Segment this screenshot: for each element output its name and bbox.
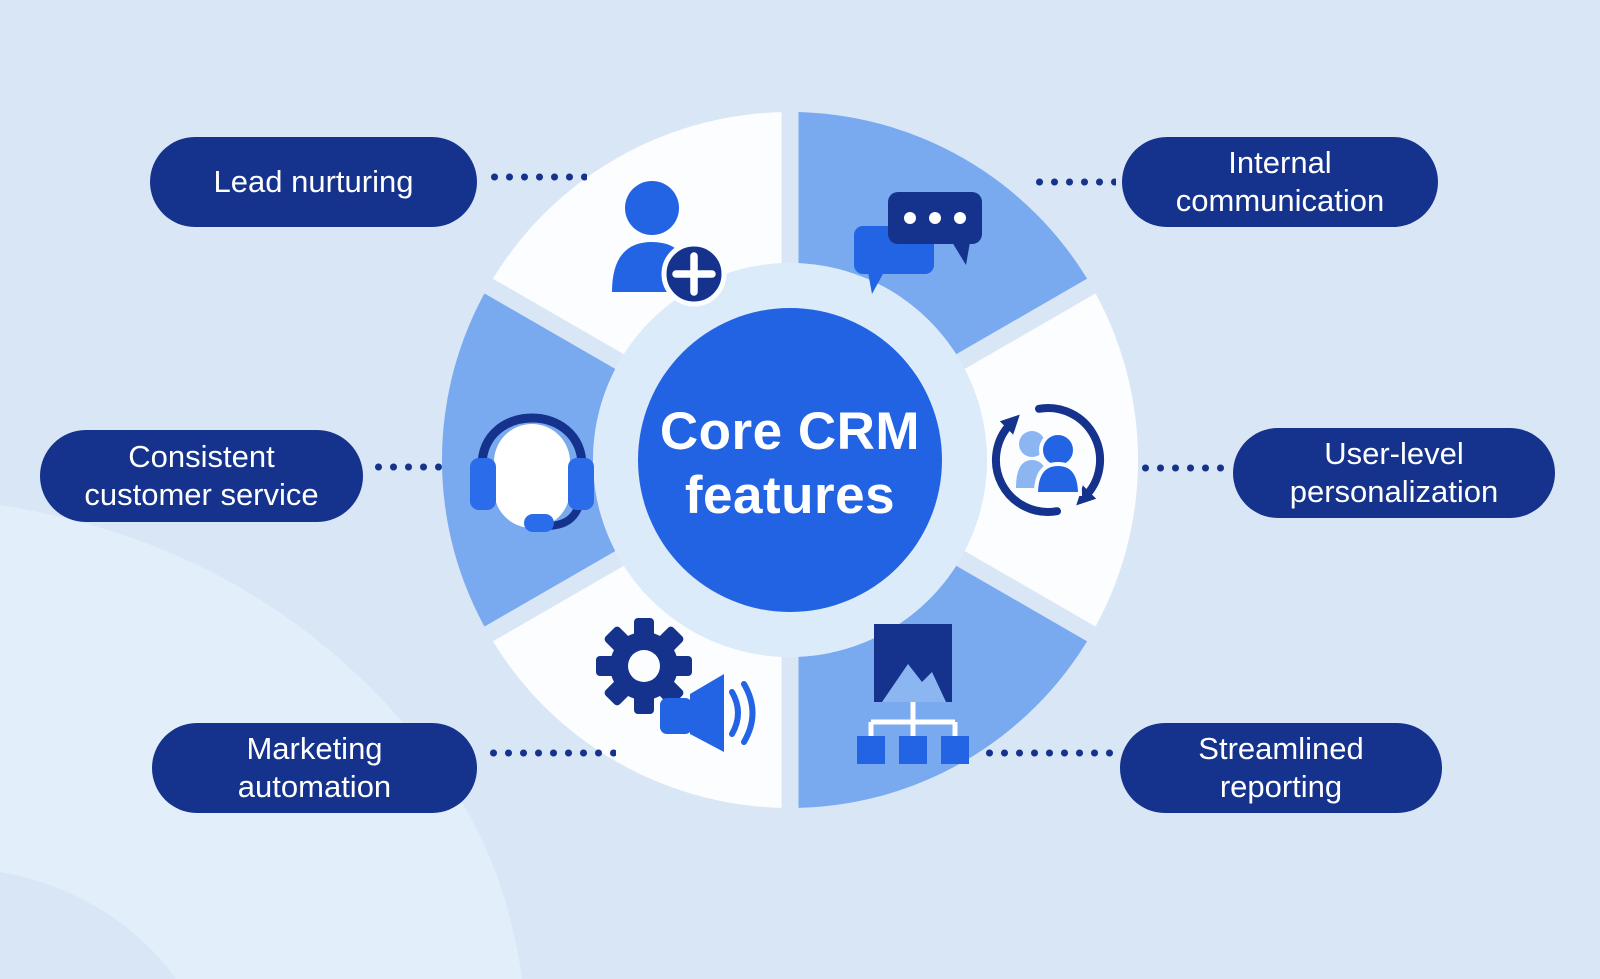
person-add-icon (612, 181, 727, 307)
feature-pill-internal-communication: Internal communication (1122, 137, 1438, 227)
people-sync-icon (991, 404, 1105, 516)
connector-internal-communication (1032, 178, 1116, 186)
connector-user-level-personalization (1138, 464, 1230, 472)
chat-bubbles-icon (854, 192, 982, 294)
image-hierarchy-icon (857, 624, 969, 764)
feature-label: Lead nurturing (213, 164, 414, 199)
connector-lead-nurturing (487, 173, 587, 181)
headset-icon (470, 413, 594, 532)
connector-marketing-automation (486, 749, 616, 757)
feature-wheel (441, 98, 1139, 822)
feature-pill-lead-nurturing: Lead nurturing (150, 137, 477, 227)
connector-consistent-customer-service (371, 463, 443, 471)
feature-label: Consistent customer service (84, 439, 319, 512)
wave-corner-shape (0, 872, 176, 979)
feature-label: User-level personalization (1289, 436, 1499, 509)
feature-label: Marketing automation (237, 731, 392, 804)
feature-pill-streamlined-reporting: Streamlined reporting (1120, 723, 1442, 813)
connector-streamlined-reporting (982, 749, 1116, 757)
feature-label: Streamlined reporting (1198, 731, 1364, 804)
feature-pill-user-level-personalization: User-level personalization (1233, 428, 1555, 518)
feature-pill-consistent-customer-service: Consistent customer service (40, 430, 363, 522)
center-circle (638, 308, 942, 612)
feature-pill-marketing-automation: Marketing automation (152, 723, 477, 813)
center-title-line2: features (684, 466, 896, 525)
segment-lead-nurturing (488, 112, 790, 362)
center-title: Core CRM features (600, 400, 980, 528)
center-title-line1: Core CRM (659, 402, 921, 461)
feature-label: Internal communication (1175, 145, 1385, 218)
segment-gaps (472, 98, 1108, 822)
gear-megaphone-icon (596, 618, 756, 752)
